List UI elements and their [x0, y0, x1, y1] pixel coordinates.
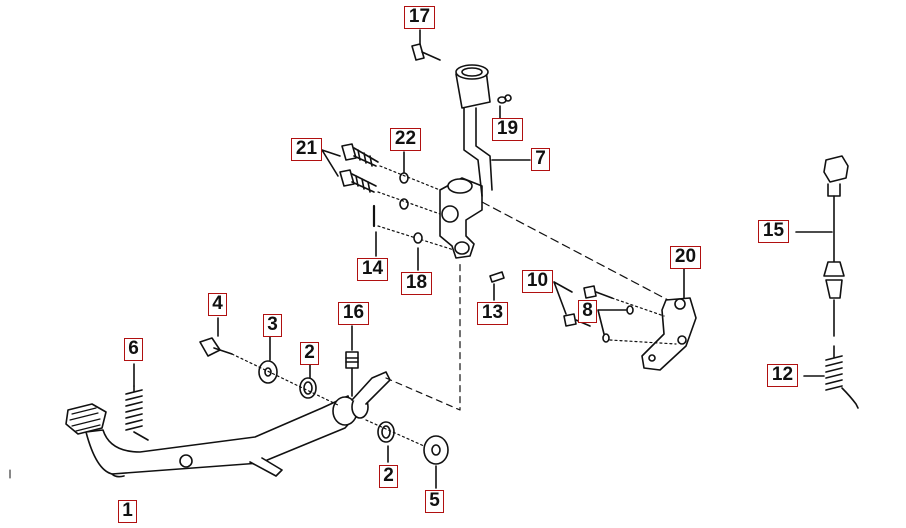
screw-17 — [411, 43, 441, 61]
switch-spring — [825, 345, 859, 409]
washer-8a — [626, 305, 634, 315]
washer-22a — [399, 172, 409, 184]
brake-pedal-arm — [65, 371, 391, 478]
callout-7: 7 — [531, 148, 550, 171]
grease-nipple — [345, 351, 359, 397]
washer-18 — [413, 232, 423, 244]
bolt-4 — [199, 337, 233, 357]
callout-2b: 2 — [379, 465, 398, 488]
callout-13: 13 — [477, 302, 508, 325]
callout-5: 5 — [425, 490, 444, 513]
callout-3: 3 — [263, 314, 282, 337]
washer-2a — [299, 377, 317, 399]
mounting-bracket — [641, 297, 697, 371]
callout-18: 18 — [401, 272, 432, 295]
washer-5 — [423, 435, 449, 465]
callout-2a: 2 — [300, 342, 319, 365]
callout-16: 16 — [338, 302, 369, 325]
washer-8b — [602, 333, 610, 343]
washer-2b — [377, 421, 395, 443]
callout-22: 22 — [390, 128, 421, 151]
callout-21: 21 — [291, 138, 322, 161]
bolt-10b — [563, 313, 577, 327]
return-spring — [125, 385, 149, 441]
callout-6: 6 — [124, 338, 143, 361]
washer-3 — [258, 360, 278, 384]
leader-21 — [321, 149, 341, 177]
pin-13 — [489, 271, 505, 283]
callout-10: 10 — [522, 270, 553, 293]
callout-12: 12 — [767, 364, 798, 387]
bolt-10a — [583, 285, 597, 299]
callout-1: 1 — [118, 500, 137, 523]
callout-4: 4 — [208, 293, 227, 316]
callout-15: 15 — [758, 220, 789, 243]
callout-17: 17 — [404, 6, 435, 29]
leader-10 — [553, 281, 573, 315]
master-cylinder — [439, 64, 493, 259]
brake-light-switch — [823, 155, 849, 337]
bolt-21a — [341, 143, 379, 167]
callout-19: 19 — [492, 118, 523, 141]
callout-8: 8 — [578, 300, 597, 323]
callout-14: 14 — [357, 258, 388, 281]
bolt-21b — [339, 169, 377, 193]
callout-20: 20 — [670, 246, 701, 269]
leader-8 — [597, 309, 627, 335]
